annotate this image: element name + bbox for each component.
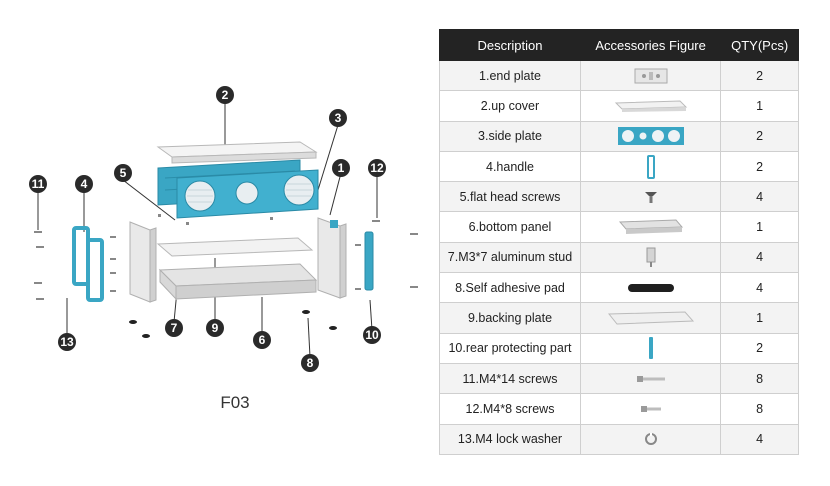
row-description: 9.backing plate <box>439 302 581 334</box>
row-description: 1.end plate <box>439 59 581 92</box>
table-row: 10.rear protecting part 2 <box>439 332 799 364</box>
row-qty: 4 <box>720 423 799 455</box>
row-qty: 2 <box>720 332 799 364</box>
svg-text:11: 11 <box>32 177 45 191</box>
rear-protecting-part-icon <box>648 337 653 360</box>
row-description: 6.bottom panel <box>439 211 581 243</box>
svg-text:13: 13 <box>60 335 74 349</box>
end-plate-icon <box>634 68 668 84</box>
bottom-panel-icon <box>618 219 683 235</box>
table-row: 7.M3*7 aluminum stud 4 <box>439 241 799 274</box>
side-plate-icon <box>617 127 684 146</box>
end-plate-left-part <box>129 221 157 303</box>
figure-label: F03 <box>220 393 250 412</box>
row-qty: 4 <box>720 241 799 274</box>
svg-text:9: 9 <box>212 321 219 335</box>
side-plate-front-part <box>176 169 319 219</box>
up-cover-part <box>156 141 318 164</box>
callout-11: 11 <box>29 175 47 193</box>
rear-protecting-part-part <box>364 231 374 291</box>
table-header-row: Description Accessories Figure QTY(Pcs) <box>439 29 799 61</box>
row-description: 10.rear protecting part <box>439 332 581 364</box>
svg-text:4: 4 <box>81 177 88 191</box>
header-accessories-figure: Accessories Figure <box>579 29 722 61</box>
exploded-view-diagram: 2 3 1 5 4 11 12 13 10 7 9 6 8 <box>29 86 418 372</box>
callout-9: 9 <box>206 319 224 337</box>
row-description: 12.M4*8 screws <box>439 393 581 425</box>
row-description: 13.M4 lock washer <box>439 423 581 455</box>
row-qty: 1 <box>720 211 799 243</box>
table-row: 13.M4 lock washer 4 <box>439 423 799 455</box>
row-description: 8.Self adhesive pad <box>439 272 581 304</box>
row-qty: 8 <box>720 362 799 395</box>
leader-lines <box>37 102 378 358</box>
table-row: 4.handle 2 <box>439 150 799 183</box>
row-description: 2.up cover <box>439 90 581 122</box>
header-qty: QTY(Pcs) <box>720 29 799 61</box>
row-qty: 2 <box>720 150 799 183</box>
table-row: 2.up cover 1 <box>439 90 799 122</box>
row-qty: 1 <box>720 90 799 122</box>
up-cover-icon <box>614 100 687 112</box>
row-qty: 1 <box>720 302 799 334</box>
end-plate-right-part <box>317 217 347 299</box>
svg-text:7: 7 <box>171 321 178 335</box>
flat-head-screw-icon <box>644 191 657 203</box>
svg-text:6: 6 <box>259 333 266 347</box>
svg-text:5: 5 <box>120 166 127 180</box>
svg-text:8: 8 <box>307 356 314 370</box>
row-description: 4.handle <box>439 150 581 183</box>
callouts: 2 3 1 5 4 11 12 13 10 7 9 6 8 <box>29 86 386 372</box>
header-description: Description <box>439 29 581 61</box>
row-description: 5.flat head screws <box>439 181 581 213</box>
callout-7: 7 <box>165 319 183 337</box>
svg-text:10: 10 <box>365 328 379 342</box>
adhesive-pad-icon <box>627 283 674 292</box>
callout-6: 6 <box>253 331 271 349</box>
row-description: 3.side plate <box>439 120 581 152</box>
row-qty: 2 <box>720 59 799 92</box>
row-qty: 4 <box>720 272 799 304</box>
m4x8-screw-icon <box>640 405 661 412</box>
callout-13: 13 <box>58 333 76 351</box>
adhesive-pads <box>129 310 337 338</box>
callout-2: 2 <box>216 86 234 104</box>
handle-left-part <box>72 226 104 302</box>
accessories-table: Description Accessories Figure QTY(Pcs) … <box>439 29 799 455</box>
row-qty: 4 <box>720 181 799 213</box>
callout-3: 3 <box>329 109 347 127</box>
svg-text:3: 3 <box>335 111 342 125</box>
table-row: 1.end plate 2 <box>439 59 799 92</box>
svg-text:12: 12 <box>370 161 384 175</box>
table-row: 11.M4*14 screws 8 <box>439 362 799 395</box>
table-row: 9.backing plate 1 <box>439 302 799 334</box>
lock-washer-icon <box>644 433 657 446</box>
backing-plate-part <box>156 237 314 257</box>
table-row: 3.side plate 2 <box>439 120 799 152</box>
row-qty: 8 <box>720 393 799 425</box>
row-description: 11.M4*14 screws <box>439 362 581 395</box>
backing-plate-icon <box>607 311 694 325</box>
callout-12: 12 <box>368 159 386 177</box>
handle-icon <box>646 154 655 179</box>
table-row: 8.Self adhesive pad 4 <box>439 272 799 304</box>
callout-10: 10 <box>363 326 381 344</box>
callout-8: 8 <box>301 354 319 372</box>
table-row: 5.flat head screws 4 <box>439 181 799 213</box>
callout-4: 4 <box>75 175 93 193</box>
svg-text:2: 2 <box>222 88 229 102</box>
callout-1: 1 <box>332 159 350 177</box>
table-row: 12.M4*8 screws 8 <box>439 393 799 425</box>
m4x14-screw-icon <box>636 375 665 382</box>
table-row: 6.bottom panel 1 <box>439 211 799 243</box>
row-qty: 2 <box>720 120 799 152</box>
fasteners <box>34 214 418 300</box>
callout-5: 5 <box>114 164 132 182</box>
bottom-panel-part <box>158 263 318 301</box>
row-description: 7.M3*7 aluminum stud <box>439 241 581 274</box>
aluminum-stud-icon <box>646 247 656 268</box>
svg-text:1: 1 <box>338 161 345 175</box>
